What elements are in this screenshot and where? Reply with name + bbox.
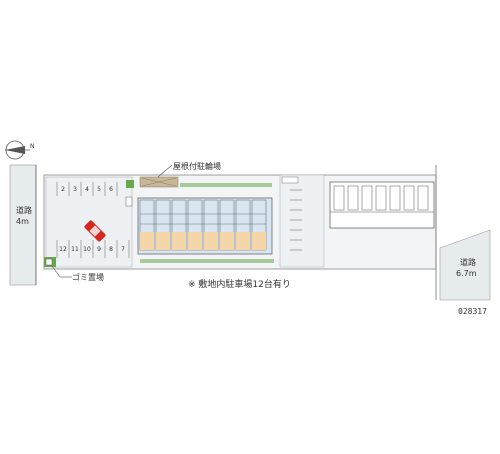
highlighted-units bbox=[140, 232, 266, 250]
stall-3: 3 bbox=[73, 186, 77, 193]
road-right-label: 道路 bbox=[460, 257, 476, 267]
right-lot bbox=[279, 174, 325, 268]
stall-5: 5 bbox=[97, 186, 101, 193]
compass-label: N bbox=[30, 143, 35, 150]
car-small-icon bbox=[125, 196, 133, 207]
vegetation-top bbox=[180, 183, 272, 187]
car-icon bbox=[84, 220, 106, 242]
compass-icon: N bbox=[5, 140, 35, 160]
right-building bbox=[329, 181, 435, 229]
stall-8: 8 bbox=[109, 246, 113, 253]
stall-12: 12 bbox=[59, 246, 67, 253]
property-code: 028317 bbox=[458, 307, 487, 316]
road-left-label: 道路 bbox=[16, 205, 32, 215]
stall-11: 11 bbox=[71, 246, 79, 253]
road-left-width: 4m bbox=[16, 217, 29, 226]
main-building bbox=[137, 197, 273, 255]
stall-7: 7 bbox=[121, 246, 125, 253]
road-right bbox=[439, 229, 491, 301]
stall-4: 4 bbox=[85, 186, 89, 193]
parking-top-row: 2 3 4 5 6 bbox=[56, 182, 118, 196]
stall-9: 9 bbox=[97, 246, 101, 253]
vegetation-bottom bbox=[140, 259, 274, 263]
bike-parking-green bbox=[126, 180, 134, 188]
parking-bottom-row: 12 11 10 9 8 7 bbox=[56, 240, 130, 258]
garbage-label: ゴミ置場 bbox=[72, 272, 104, 282]
stall-2: 2 bbox=[61, 186, 65, 193]
parking-note: ※ 敷地内駐車場12台有り bbox=[188, 278, 291, 290]
right-lot-stalls bbox=[290, 189, 302, 251]
road-right-width: 6.7m bbox=[456, 269, 477, 278]
stall-6: 6 bbox=[109, 186, 113, 193]
stall-10: 10 bbox=[83, 246, 91, 253]
bike-parking-label: 屋根付駐輪場 bbox=[173, 161, 221, 171]
road-left bbox=[9, 164, 37, 286]
